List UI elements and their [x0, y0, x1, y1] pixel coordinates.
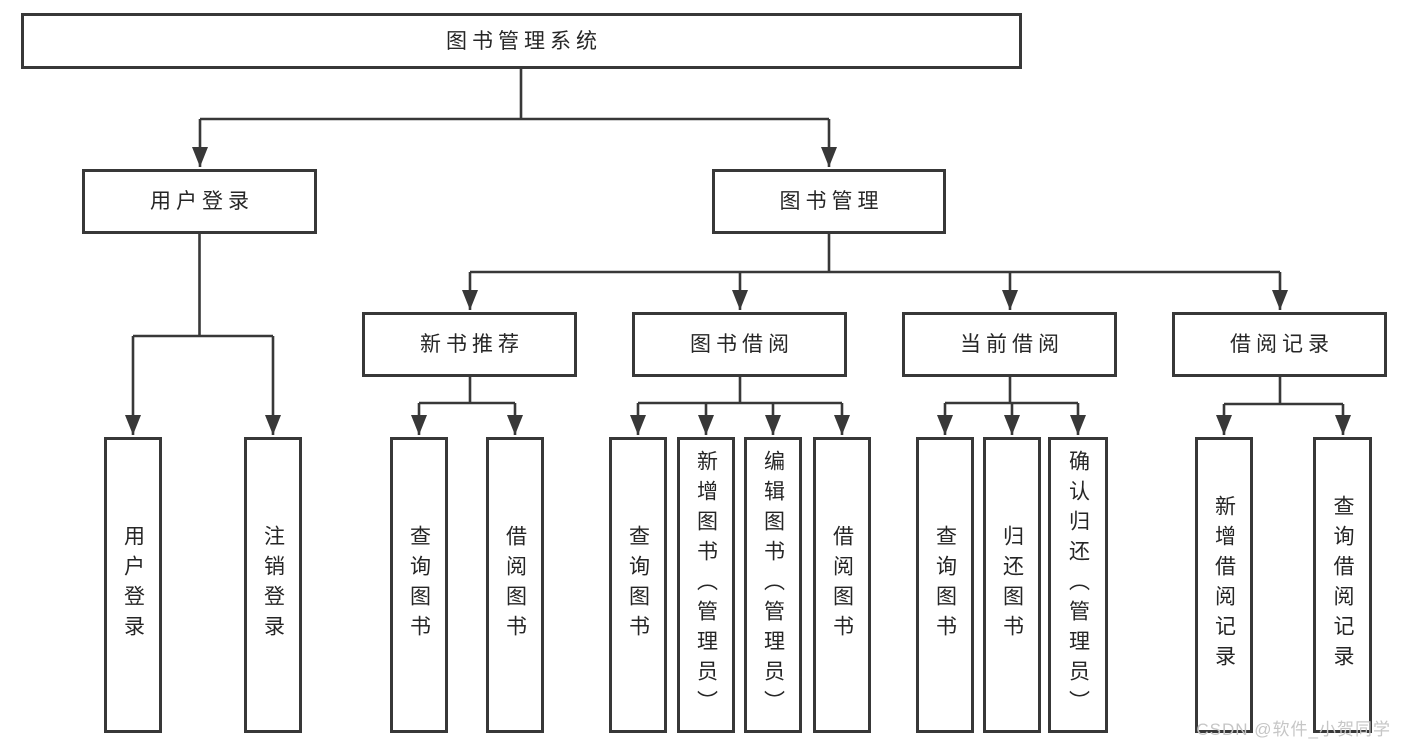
leaf-borrow-books-recommend: 借阅图书	[486, 437, 544, 733]
leaf-confirm-return-admin-label: 确认归还（管理员）	[1066, 450, 1090, 720]
node-book-management: 图书管理	[712, 169, 946, 234]
node-current-borrowing-label: 当前借阅	[960, 333, 1064, 356]
leaf-borrow-books: 借阅图书	[813, 437, 871, 733]
node-book-borrowing: 图书借阅	[632, 312, 847, 377]
node-borrow-records-label: 借阅记录	[1230, 333, 1334, 356]
leaf-query-books-borrowing-label: 查询图书	[626, 525, 650, 645]
csdn-watermark: CSDN @软件_小贺同学	[1196, 720, 1391, 739]
node-borrow-records: 借阅记录	[1172, 312, 1387, 377]
leaf-query-books-recommend-label: 查询图书	[407, 525, 431, 645]
node-book-management-label: 图书管理	[779, 190, 884, 213]
node-new-book-recommend: 新书推荐	[362, 312, 577, 377]
leaf-query-borrow-record: 查询借阅记录	[1313, 437, 1372, 733]
leaf-add-borrow-record: 新增借阅记录	[1195, 437, 1253, 733]
node-root-label: 图书管理系统	[446, 29, 602, 53]
node-user-login-label: 用户登录	[150, 190, 254, 213]
leaf-logout: 注销登录	[244, 437, 302, 733]
node-root: 图书管理系统	[21, 13, 1022, 69]
leaf-return-books-label: 归还图书	[1000, 525, 1024, 645]
leaf-add-borrow-record-label: 新增借阅记录	[1212, 495, 1236, 675]
leaf-user-login: 用户登录	[104, 437, 162, 733]
leaf-query-books-borrowing: 查询图书	[609, 437, 667, 733]
leaf-query-borrow-record-label: 查询借阅记录	[1331, 495, 1354, 675]
leaf-borrow-books-label: 借阅图书	[830, 525, 854, 645]
leaf-logout-label: 注销登录	[261, 525, 285, 645]
leaf-borrow-books-recommend-label: 借阅图书	[503, 525, 527, 645]
node-current-borrowing: 当前借阅	[902, 312, 1117, 377]
leaf-query-books-current-label: 查询图书	[933, 525, 957, 645]
connector-arrows	[125, 119, 1351, 435]
node-new-book-recommend-label: 新书推荐	[420, 333, 524, 356]
leaf-return-books: 归还图书	[983, 437, 1041, 733]
leaf-add-books-admin: 新增图书（管理员）	[677, 437, 735, 733]
node-user-login: 用户登录	[82, 169, 317, 234]
leaf-query-books-recommend: 查询图书	[390, 437, 448, 733]
leaf-edit-books-admin: 编辑图书（管理员）	[744, 437, 802, 733]
node-book-borrowing-label: 图书借阅	[690, 333, 794, 356]
leaf-add-books-admin-label: 新增图书（管理员）	[694, 450, 718, 720]
leaf-user-login-label: 用户登录	[121, 525, 145, 645]
leaf-edit-books-admin-label: 编辑图书（管理员）	[761, 450, 785, 720]
leaf-confirm-return-admin: 确认归还（管理员）	[1048, 437, 1108, 733]
leaf-query-books-current: 查询图书	[916, 437, 974, 733]
